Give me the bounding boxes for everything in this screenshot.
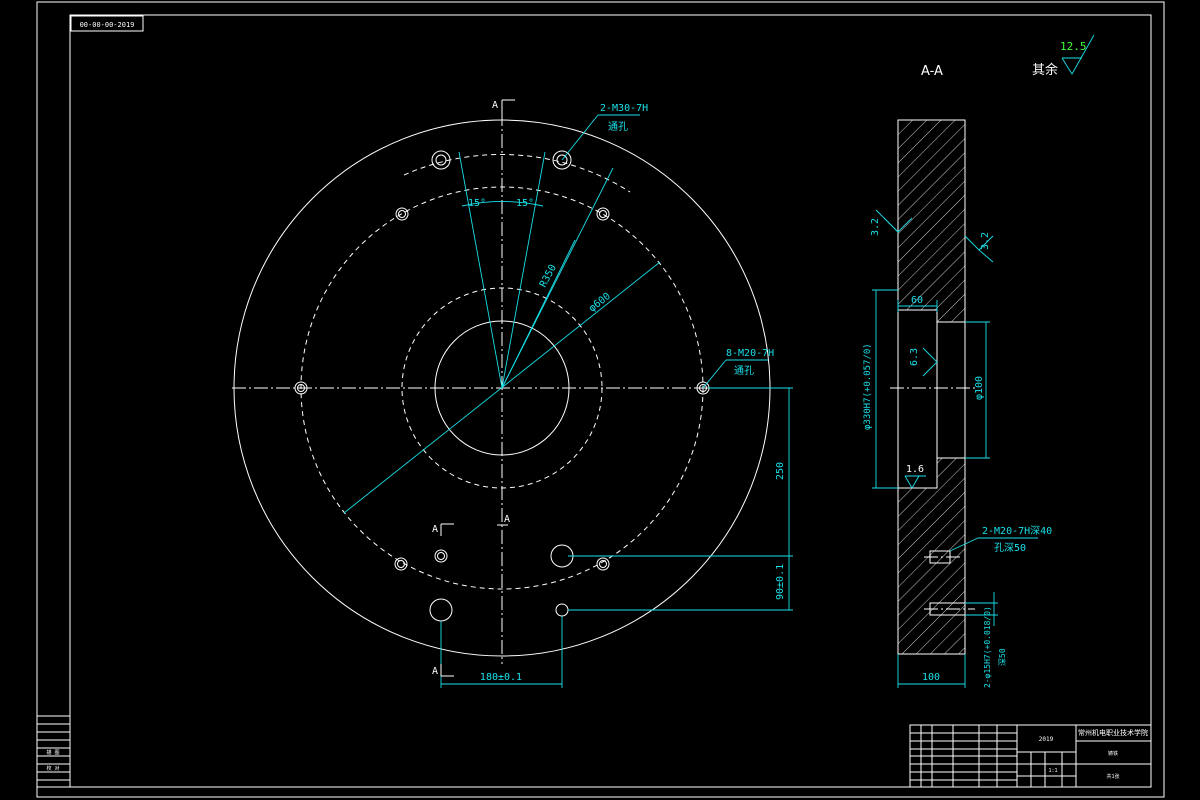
m20-hole (596, 557, 610, 571)
dim-100-label: 100 (922, 672, 940, 683)
svg-text:A: A (432, 666, 438, 677)
tapped-callout-leader (949, 537, 979, 552)
section-title: A-A (921, 64, 943, 79)
surface-finish-remaining: 其余 12.5 (1032, 34, 1095, 78)
section-marker-mid: A A (432, 514, 510, 536)
dim-phi100-label: φ100 (974, 376, 985, 400)
left-strip-cell-bottom: 校 对 (46, 765, 59, 772)
dim-pin-hole-label: 2-φ15H7(+0.018/0) (983, 606, 992, 688)
angle-line-left (458, 151, 503, 389)
dim-250-label: 250 (775, 462, 786, 480)
pin-hole-section (924, 602, 975, 616)
through-bore (936, 321, 966, 459)
angle-line-right (501, 151, 546, 389)
m30-hole-left (431, 150, 451, 170)
section-body (897, 119, 966, 655)
title-sheet: 共1张 (1106, 773, 1119, 780)
drawing-code: 00-00-00-2019 (80, 21, 135, 29)
lower-m30-hole (429, 598, 453, 622)
surface-finish-bottom: 1.6 (904, 464, 926, 489)
dim-bore-label: φ330H7(+0.057/0) (863, 343, 873, 430)
section-marker-top: A (492, 99, 515, 112)
m20-hole (596, 207, 610, 221)
surface-finish-bore: 6.3 (909, 347, 938, 377)
front-view: 15° 15° R350 φ600 2-M30-7H 通孔 8-M20-7H 通… (232, 99, 793, 688)
outer-frame (36, 1, 1165, 798)
angle-left-label: 15° (468, 198, 486, 209)
svg-text:3.2: 3.2 (870, 218, 881, 236)
section-view: A-A 60 φ330H7(+0.057/0) (863, 34, 1095, 688)
title-part-name: 2019 (1039, 736, 1054, 743)
svg-text:A: A (504, 514, 510, 525)
m30-hole-right (552, 150, 572, 170)
svg-text:3.2: 3.2 (980, 232, 991, 250)
lower-pin-hole (555, 603, 569, 617)
pin-hole (434, 549, 448, 563)
top-pitch-arc (403, 153, 631, 193)
drawing-code-box: 00-00-00-2019 (70, 15, 144, 32)
angle-arc (461, 201, 544, 207)
surface-finish-remaining-label: 其余 (1032, 62, 1058, 78)
tapped-callout-label: 2-M20-7H深40 (982, 525, 1052, 537)
surface-finish-right: 3.2 (964, 232, 994, 263)
dim-60-label: 60 (911, 295, 923, 306)
left-strip: 描 图 校 对 (36, 715, 71, 788)
m20-hole (294, 381, 308, 395)
title-school: 常州机电职业技术学院 (1078, 728, 1148, 737)
section-marker-bottom: A (432, 664, 454, 677)
title-scale: 1:1 (1048, 768, 1057, 774)
svg-text:6.3: 6.3 (909, 348, 920, 366)
svg-text:1.6: 1.6 (906, 464, 924, 475)
m20-hole (395, 207, 409, 221)
bore-recess (897, 309, 938, 489)
tapped-callout-note: 孔深50 (994, 542, 1026, 554)
surface-finish-remaining-value: 12.5 (1060, 40, 1087, 53)
side-callout-label: 8-M20-7H (726, 348, 774, 359)
side-callout-leader (702, 359, 727, 389)
radius-label: R350 (538, 263, 559, 289)
side-callout-note: 通孔 (734, 365, 754, 377)
svg-text:A: A (432, 524, 438, 535)
top-callout-note: 通孔 (608, 121, 628, 133)
diameter-leader (343, 261, 661, 514)
angle-right-label: 15° (516, 198, 534, 209)
title-block: 常州机电职业技术学院 2019 铸铁 1:1 共1张 (909, 724, 1152, 788)
surface-finish-left: 3.2 (870, 209, 913, 236)
title-material: 铸铁 (1108, 750, 1118, 757)
dim-offset-label: 90±0.1 (775, 564, 786, 600)
svg-text:A: A (492, 100, 498, 111)
top-callout-label: 2-M30-7H (600, 103, 648, 114)
inner-frame (69, 14, 1152, 788)
radius-leader (501, 239, 576, 389)
left-strip-cell-top: 描 图 (46, 749, 59, 756)
dim-pin-depth-label: 深50 (998, 648, 1007, 666)
m20-hole (394, 557, 408, 571)
top-callout-leader (561, 114, 599, 161)
tapped-hole (924, 550, 960, 564)
dim-horizontal-label: 180±0.1 (480, 672, 522, 683)
